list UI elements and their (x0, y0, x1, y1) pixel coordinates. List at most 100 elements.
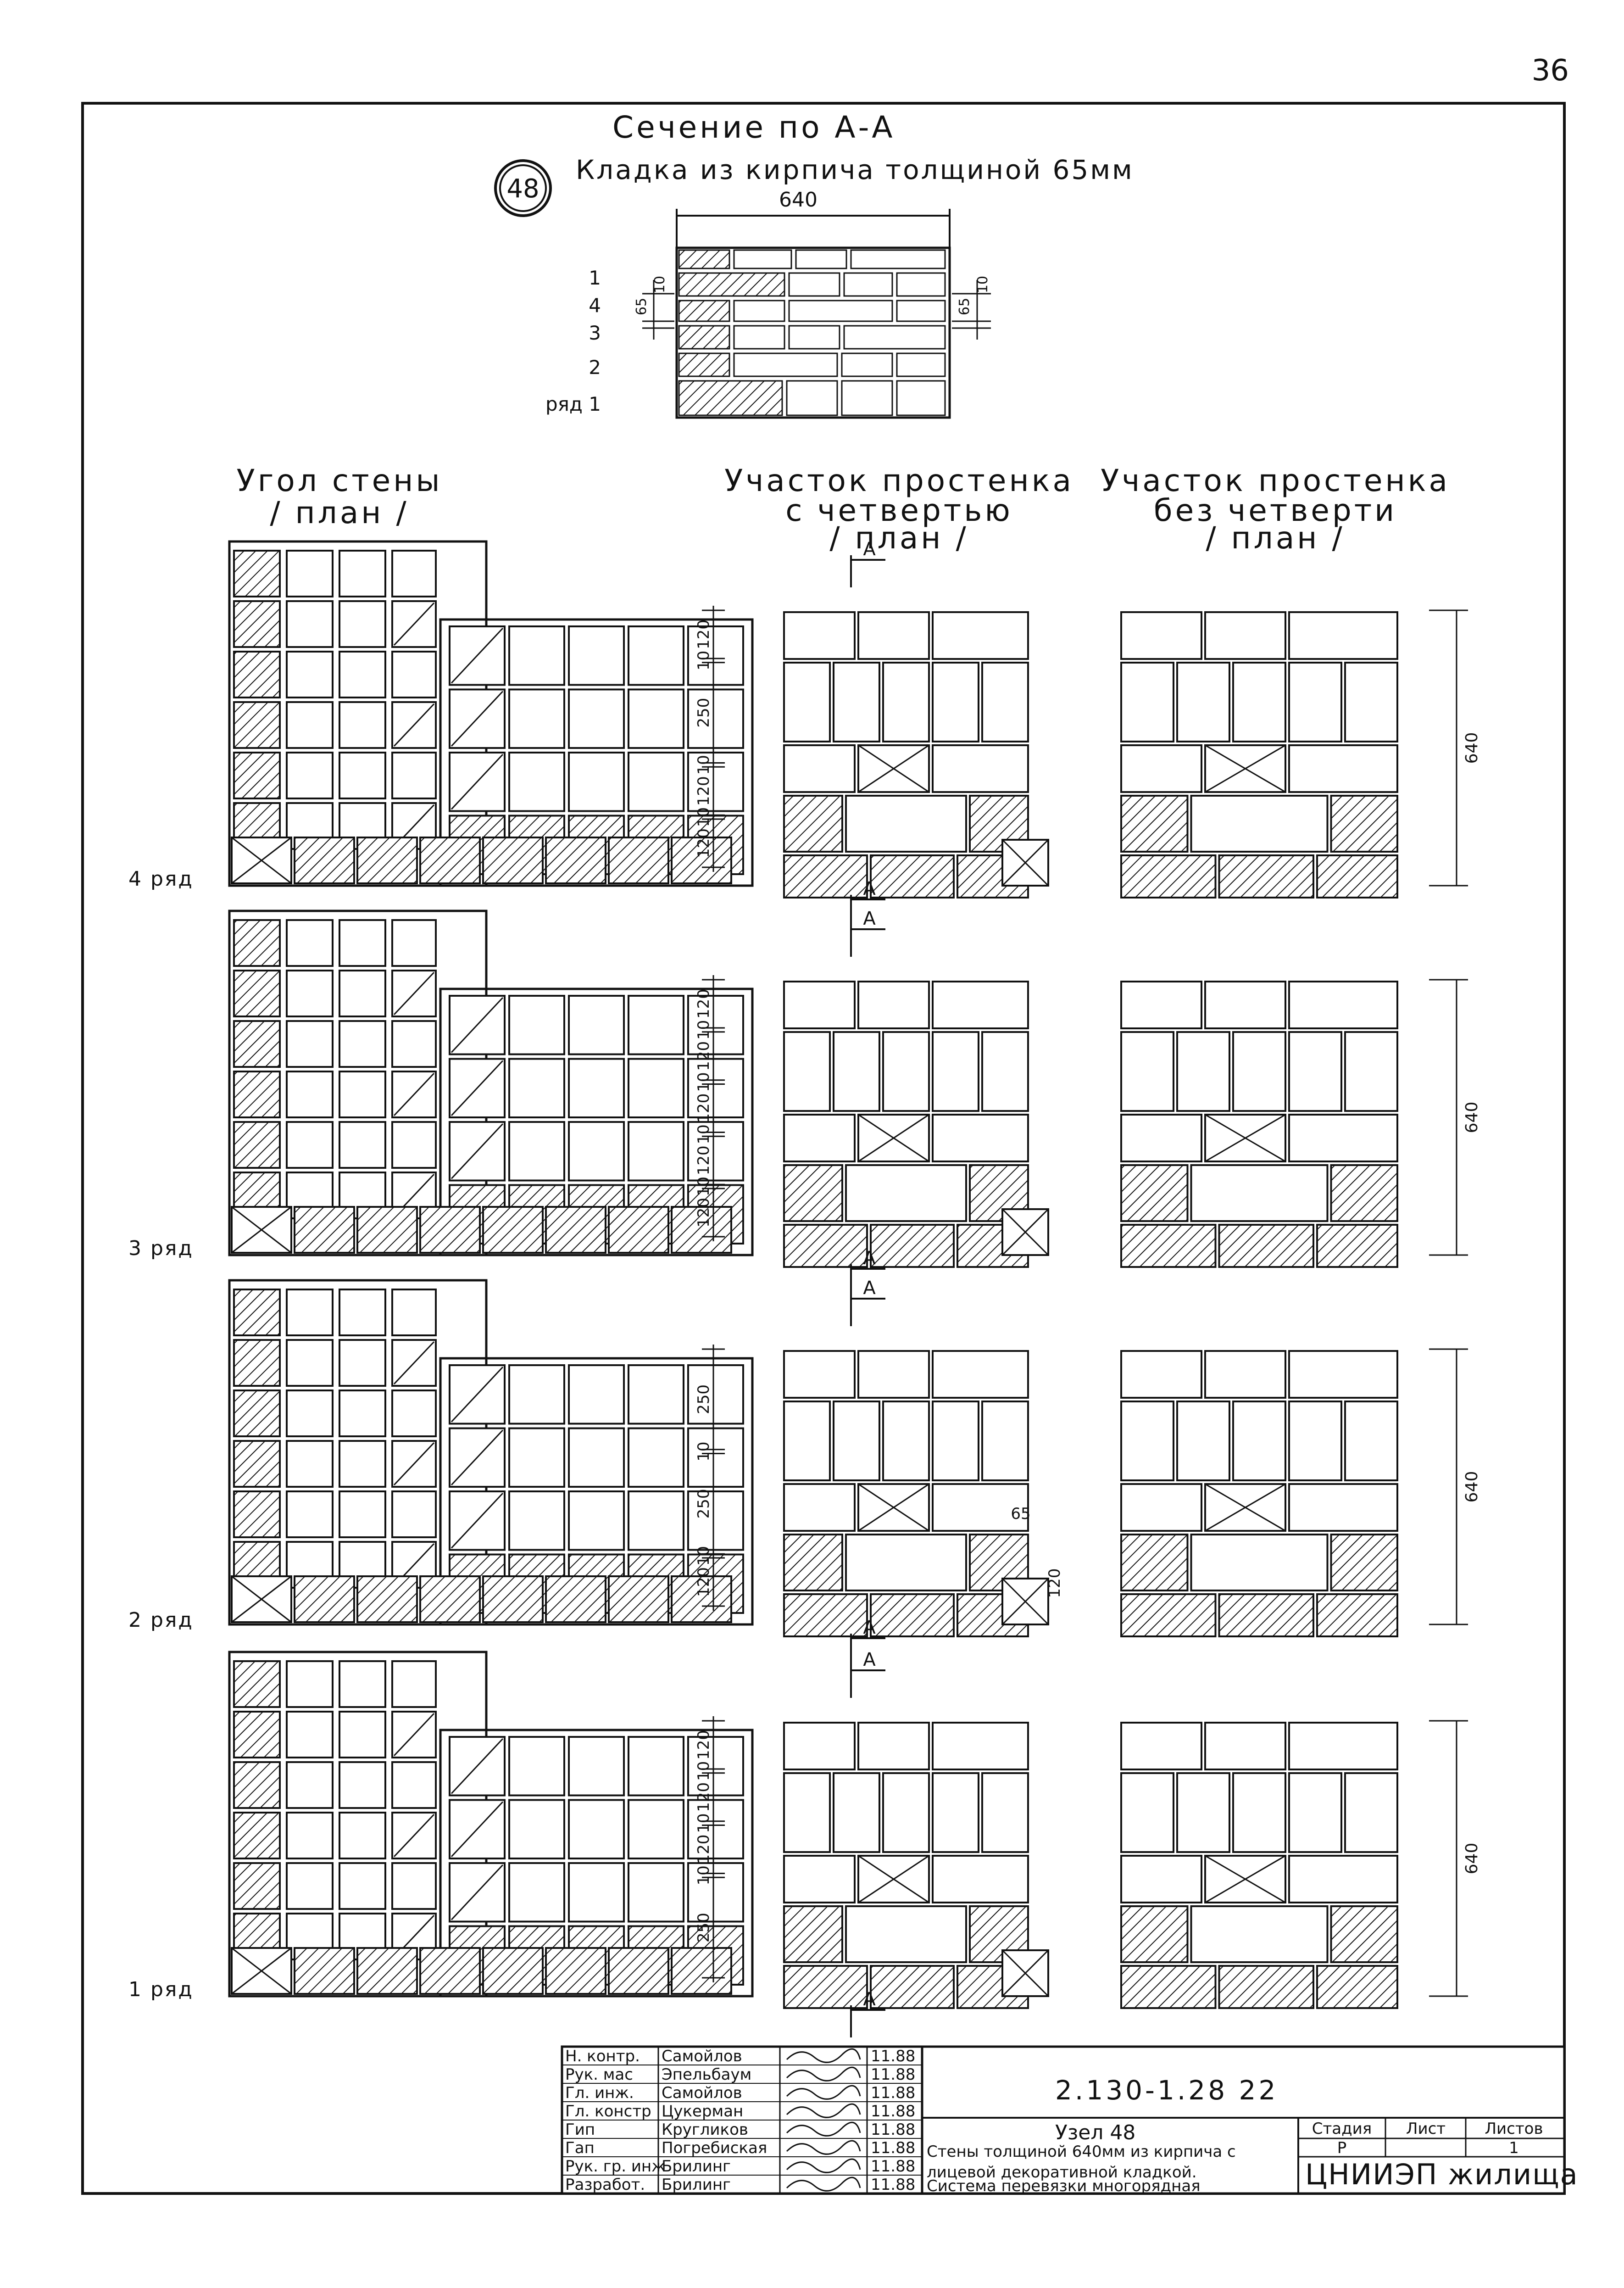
brick (286, 550, 334, 597)
brick (1120, 1114, 1202, 1162)
stage-header: Стадия (1312, 2120, 1372, 2138)
section-row-label: 3 (589, 322, 601, 344)
brick (981, 1401, 1029, 1481)
hatched-brick (419, 1947, 481, 1995)
brick (783, 1401, 831, 1481)
brick (1288, 744, 1398, 793)
brick (339, 752, 386, 799)
row-label-3: 3 ряд (128, 1237, 194, 1260)
section-row-label: 4 (589, 294, 601, 317)
desc-line-2: лицевой декоративной кладкой. (927, 2163, 1197, 2182)
brick (687, 688, 744, 749)
brick (339, 970, 386, 1017)
hatched-brick (1120, 1534, 1189, 1591)
dim-label: 250 (695, 1384, 713, 1414)
hatched-brick (1218, 1593, 1314, 1637)
brick (628, 1490, 684, 1551)
hatched-brick (233, 550, 281, 597)
signature-scribble (786, 2085, 861, 2100)
hatched-brick (1316, 1224, 1398, 1268)
brick (845, 1534, 967, 1591)
brick (1344, 1772, 1398, 1853)
brick (568, 688, 625, 749)
brick (783, 1114, 856, 1162)
brick (286, 1289, 334, 1336)
brick (687, 1364, 744, 1425)
sheets-value: 1 (1509, 2139, 1519, 2157)
hatched-brick (608, 837, 669, 884)
brick-diagonal (393, 1442, 435, 1486)
dim-label: 10 (695, 1177, 713, 1196)
extra-dim-label: 120 (1046, 1568, 1064, 1598)
node-circle (494, 159, 552, 217)
width-dim-label: 640 (1463, 1843, 1481, 1875)
node-title: Узел 48 (1055, 2121, 1135, 2144)
hatched-brick (482, 1575, 544, 1623)
brick (391, 1660, 437, 1708)
brick (932, 1772, 979, 1853)
dim-label: 10 (695, 1546, 713, 1566)
brick (1288, 981, 1398, 1029)
section-left-dim: 65 (634, 298, 650, 315)
brick (1344, 662, 1398, 742)
brick (1120, 744, 1202, 793)
brick (1288, 1772, 1342, 1853)
brick-cross (1205, 1483, 1286, 1532)
brick (1204, 1722, 1286, 1770)
brick (286, 1020, 334, 1068)
hatched-brick (1218, 1965, 1314, 2009)
stamp-date: 11.88 (871, 2139, 915, 2157)
brick-cross (231, 1206, 292, 1254)
brick (882, 1401, 930, 1481)
brick-cross (1001, 1578, 1049, 1625)
brick (286, 701, 334, 749)
brick-diagonal (450, 1864, 504, 1920)
brick (687, 1058, 744, 1118)
brick (1120, 981, 1202, 1029)
dim-label: 10 (695, 1020, 713, 1040)
brick (339, 701, 386, 749)
brick (1344, 1401, 1398, 1481)
brick-diagonal (393, 602, 435, 646)
brick (508, 1121, 565, 1182)
section-aa-elevation: 640 1 4 3 2 ряд 1 (545, 188, 991, 419)
hatched-brick (233, 1390, 281, 1437)
brick (1120, 1855, 1202, 1903)
pier-quarter-plan (783, 1722, 1049, 2009)
hatched-brick (783, 1224, 868, 1268)
brick (845, 1164, 967, 1222)
brick (783, 1483, 856, 1532)
stamp-date: 11.88 (871, 2176, 915, 2194)
brick (391, 1761, 437, 1809)
dim-label: 120 (695, 619, 713, 649)
hatched-brick (783, 854, 868, 898)
brick (508, 1427, 565, 1488)
stamp-date: 11.88 (871, 2121, 915, 2139)
brick (1190, 1534, 1329, 1591)
brick (833, 1031, 880, 1112)
corner-plan (228, 540, 754, 887)
brick (339, 1390, 386, 1437)
hatched-brick (1120, 1224, 1217, 1268)
brick (286, 1390, 334, 1437)
column-title-corner: Угол стены (236, 463, 442, 498)
brick (687, 995, 744, 1055)
column-plan-corner: / план / (270, 495, 409, 530)
stamp-date: 11.88 (871, 2157, 915, 2176)
sheet-number: 36 (1532, 54, 1569, 88)
brick-cross (1205, 744, 1286, 793)
brick (1120, 1350, 1202, 1399)
brick (568, 1490, 625, 1551)
brick (932, 1483, 1029, 1532)
corner-arm-outline (439, 1729, 754, 1998)
hatched-brick (294, 1575, 355, 1623)
pier-quarter-plan (783, 981, 1049, 1268)
brick (981, 662, 1029, 742)
brick (783, 1031, 831, 1112)
brick (568, 1121, 625, 1182)
hatched-brick (233, 919, 281, 967)
brick (391, 651, 437, 698)
brick (1120, 1722, 1202, 1770)
hatched-brick (233, 1660, 281, 1708)
